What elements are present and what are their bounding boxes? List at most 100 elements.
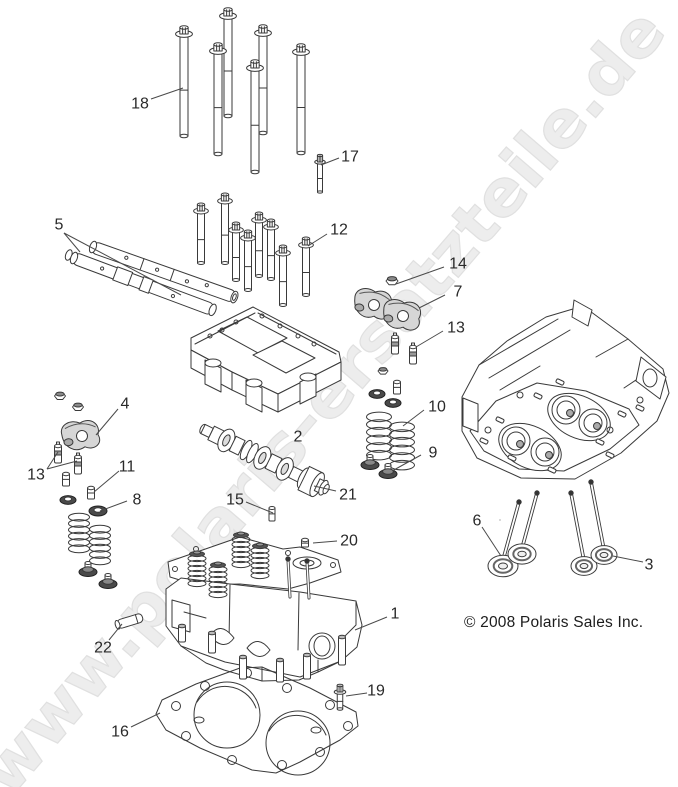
part-valve-seal <box>98 573 118 589</box>
part-carrier-bolt <box>240 229 256 293</box>
part-stud <box>303 652 311 680</box>
callout-9: 9 <box>391 445 438 472</box>
callout-label: 2 <box>294 429 303 446</box>
callout-21: 21 <box>313 485 357 504</box>
part-head-bolt-long <box>246 59 264 175</box>
callout-label: 16 <box>111 724 129 741</box>
part-dowel-pin <box>114 613 144 630</box>
part-carrier-bolt <box>298 236 314 298</box>
callout-11: 11 <box>93 459 136 493</box>
part-rocker-arm-4 <box>60 420 101 451</box>
part-adjuster-screw <box>74 452 82 475</box>
part-spring-retainer <box>384 398 402 408</box>
part-spring-retainer <box>59 495 77 505</box>
part-deck-slot <box>555 378 565 386</box>
part-spring-retainer <box>88 505 108 517</box>
part-spring-retainer <box>368 389 386 399</box>
callout-label: 11 <box>119 459 136 476</box>
callout-4: 4 <box>95 396 130 436</box>
part-valve-spring <box>366 411 392 461</box>
leader-line <box>391 454 422 472</box>
callout-label: 13 <box>27 467 45 484</box>
leader-line <box>130 712 161 728</box>
part-deck-slot <box>533 392 543 400</box>
part-valve-spring <box>389 421 415 471</box>
callout-label: 3 <box>645 557 654 574</box>
callout-13: 13 <box>27 451 78 484</box>
part-cylinder-head-main <box>165 536 363 682</box>
part-jam-nut <box>385 276 399 286</box>
callout-3: 3 <box>612 555 654 574</box>
callout-15: 15 <box>226 492 274 514</box>
part-valve-seal <box>378 463 398 479</box>
part-deck-slot <box>595 438 605 446</box>
part-carrier-bolt <box>228 221 244 283</box>
callout-5: 5 <box>55 217 182 296</box>
leader-line <box>345 692 368 697</box>
callout-2: 2 <box>294 429 303 446</box>
part-stud <box>276 657 284 683</box>
part-exhaust-valve <box>568 490 598 576</box>
part-deck-slot <box>547 466 557 474</box>
part-stud <box>208 630 216 654</box>
leader-line <box>108 623 123 641</box>
callout-6: 6 <box>473 513 502 557</box>
callout-label: 17 <box>341 149 359 166</box>
part-deck-slot <box>495 416 505 424</box>
callout-7: 7 <box>418 284 463 309</box>
part-carrier-bolt <box>251 211 267 279</box>
part-rocker-shaft-upper <box>88 240 239 304</box>
part-head-bolt-long <box>292 43 310 156</box>
leader-line <box>418 294 446 309</box>
part-intake-valve <box>507 490 540 565</box>
callout-label: 5 <box>55 217 64 234</box>
part-installed-spring <box>250 542 270 580</box>
callout-label: 1 <box>391 606 400 623</box>
callout-16: 16 <box>111 712 161 741</box>
callout-20: 20 <box>312 533 358 550</box>
part-head-gasket <box>155 666 359 776</box>
leader-line <box>307 233 328 247</box>
part-valve-spring <box>89 524 111 566</box>
part-small-bolt-17 <box>314 153 326 194</box>
part-deck-slot <box>635 404 645 412</box>
callout-18: 18 <box>131 87 184 113</box>
callout-10: 10 <box>402 399 446 427</box>
part-head-bolt-long <box>219 7 237 119</box>
part-head-bolt-long <box>175 25 193 139</box>
callout-label: 14 <box>449 256 467 273</box>
callout-label: 13 <box>447 320 465 337</box>
part-carrier-bolt <box>193 202 209 266</box>
part-small-bolt-19 <box>333 683 347 711</box>
leader-line <box>312 540 338 544</box>
callout-17: 17 <box>320 149 359 166</box>
part-valve-seal <box>360 454 380 470</box>
callout-label: 12 <box>330 222 348 239</box>
part-deck-slot <box>479 437 489 445</box>
leader-line <box>63 232 81 253</box>
leader-line <box>415 330 444 348</box>
copyright-text: © 2008 Polaris Sales Inc. <box>464 614 644 631</box>
part-camshaft <box>199 423 330 498</box>
callout-label: 6 <box>473 513 482 530</box>
callout-label: 18 <box>131 96 149 113</box>
part-plug-20 <box>301 537 309 548</box>
callout-19: 19 <box>345 683 385 700</box>
part-head-bolt-long <box>209 42 227 157</box>
leader-line <box>63 232 182 296</box>
part-adjuster-screw <box>391 332 399 355</box>
part-jam-nut <box>54 391 66 400</box>
leader-line <box>93 470 120 493</box>
part-pin-15 <box>268 506 276 522</box>
part-rocker-arm <box>383 299 422 331</box>
part-deck-slot <box>507 454 517 462</box>
callout-label: 19 <box>367 683 385 700</box>
callout-12: 12 <box>307 222 348 247</box>
part-deck-slot <box>617 410 627 418</box>
callout-label: 15 <box>226 492 244 509</box>
leader-line <box>150 87 184 100</box>
callout-label: 7 <box>454 284 463 301</box>
leader-line <box>99 500 128 512</box>
